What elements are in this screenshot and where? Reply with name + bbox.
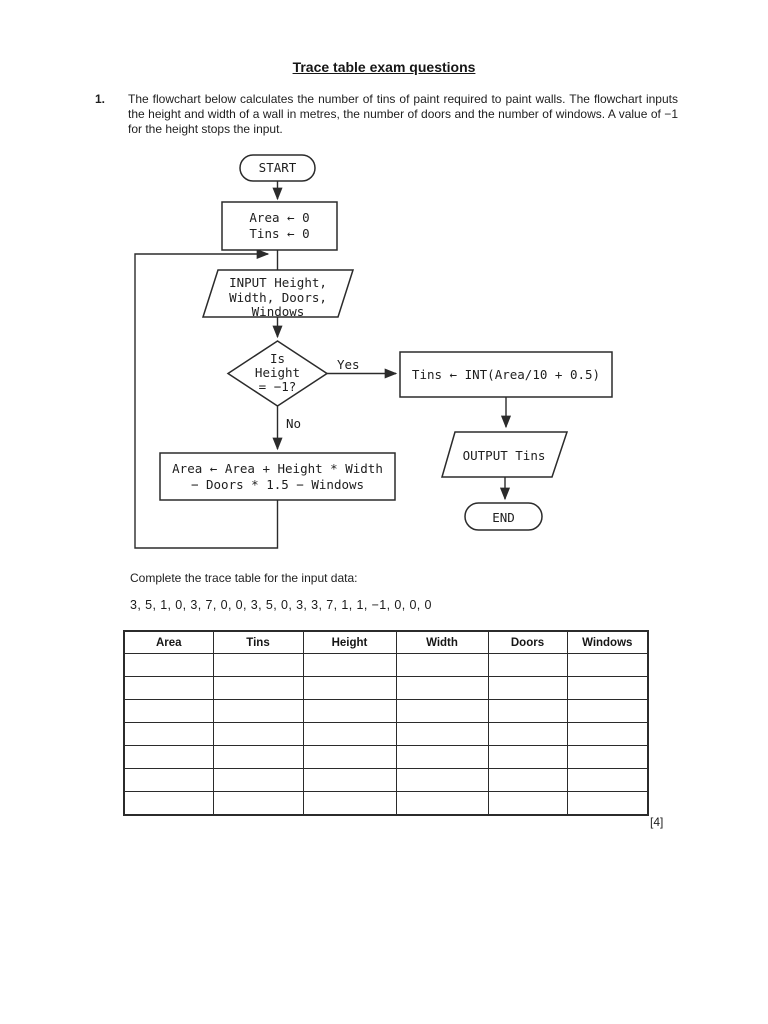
output-label: OUTPUT Tins [463, 448, 546, 463]
table-cell-empty [566, 768, 649, 792]
area-process-line-1: Area ← Area + Height * Width [172, 461, 383, 476]
end-label: END [492, 510, 515, 525]
table-row [123, 768, 649, 792]
column-header-area: Area [123, 630, 214, 654]
trace-table-body [123, 653, 649, 816]
calc-tins-label: Tins ← INT(Area/10 + 0.5) [412, 367, 600, 382]
table-cell-empty [212, 699, 304, 723]
table-cell-empty [487, 768, 568, 792]
table-cell-empty [487, 722, 568, 746]
start-label: START [259, 160, 297, 175]
decision-line-3: = −1? [259, 379, 297, 394]
table-cell-empty [302, 653, 397, 677]
table-cell-empty [123, 791, 214, 816]
table-cell-empty [123, 653, 214, 677]
table-cell-empty [395, 768, 489, 792]
decision-node [226, 340, 329, 407]
start-node [239, 154, 316, 182]
table-cell-empty [566, 722, 649, 746]
table-cell-empty [123, 676, 214, 700]
table-cell-empty [212, 676, 304, 700]
init-process-node [221, 201, 338, 251]
table-cell-empty [123, 722, 214, 746]
input-data-text: 3, 5, 1, 0, 3, 7, 0, 0, 3, 5, 0, 3, 3, 7… [130, 598, 432, 612]
table-cell-empty [487, 676, 568, 700]
decision-line-1: Is [270, 351, 285, 366]
table-cell-empty [566, 676, 649, 700]
trace-table: Area Tins Height Width Doors Windows [123, 630, 649, 816]
table-cell-empty [566, 791, 649, 816]
table-cell-empty [395, 745, 489, 769]
column-header-windows: Windows [566, 630, 649, 654]
table-cell-empty [395, 676, 489, 700]
input-line-2: Width, Doors, [229, 290, 327, 305]
trace-table-header-row: Area Tins Height Width Doors Windows [123, 630, 649, 654]
table-cell-empty [123, 745, 214, 769]
decision-line-2: Height [255, 365, 300, 380]
table-cell-empty [123, 699, 214, 723]
area-process-node [159, 452, 396, 501]
table-cell-empty [487, 745, 568, 769]
end-node [464, 502, 543, 531]
question-number: 1. [95, 92, 106, 106]
table-cell-empty [212, 653, 304, 677]
table-cell-empty [487, 653, 568, 677]
table-cell-empty [395, 699, 489, 723]
init-line-2: Tins ← 0 [249, 226, 309, 241]
table-row [123, 699, 649, 723]
column-header-tins: Tins [212, 630, 304, 654]
no-branch-label: No [286, 416, 301, 431]
marks-label: [4] [650, 815, 664, 829]
loop-back-connector [134, 248, 279, 549]
table-row [123, 653, 649, 677]
table-cell-empty [395, 653, 489, 677]
table-cell-empty [302, 745, 397, 769]
column-header-width: Width [395, 630, 489, 654]
table-cell-empty [487, 699, 568, 723]
input-line-1: INPUT Height, [229, 275, 327, 290]
table-cell-empty [302, 699, 397, 723]
table-cell-empty [487, 791, 568, 816]
input-node [201, 269, 355, 318]
table-row [123, 676, 649, 700]
table-cell-empty [566, 699, 649, 723]
table-cell-empty [123, 768, 214, 792]
area-process-line-2: − Doors * 1.5 − Windows [191, 477, 364, 492]
table-cell-empty [302, 768, 397, 792]
table-row [123, 791, 649, 816]
table-cell-empty [302, 722, 397, 746]
table-cell-empty [212, 745, 304, 769]
table-row [123, 722, 649, 746]
table-cell-empty [566, 653, 649, 677]
yes-branch-label: Yes [337, 357, 360, 372]
question-text: The flowchart below calculates the numbe… [128, 92, 678, 136]
column-header-doors: Doors [487, 630, 568, 654]
output-node [441, 431, 569, 478]
table-row [123, 745, 649, 769]
table-cell-empty [212, 768, 304, 792]
input-line-3: Windows [252, 304, 305, 319]
table-cell-empty [302, 791, 397, 816]
init-line-1: Area ← 0 [249, 210, 309, 225]
table-cell-empty [212, 722, 304, 746]
table-cell-empty [395, 722, 489, 746]
column-header-height: Height [302, 630, 397, 654]
instruction-text: Complete the trace table for the input d… [130, 571, 358, 585]
calc-tins-node [399, 351, 613, 398]
table-cell-empty [212, 791, 304, 816]
page-title: Trace table exam questions [292, 59, 476, 75]
table-cell-empty [302, 676, 397, 700]
table-cell-empty [566, 745, 649, 769]
table-cell-empty [395, 791, 489, 816]
